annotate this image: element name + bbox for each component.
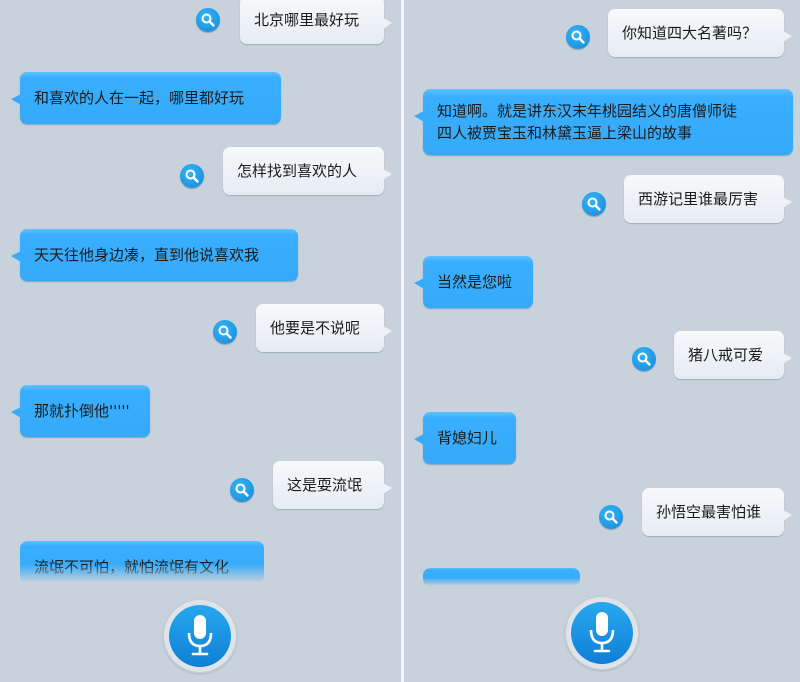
bot-message-partial (423, 568, 580, 586)
message-text: 他要是不说呢 (270, 319, 361, 337)
message-text-line: 四人被贾宝玉和林黛玉逼上梁山的故事 (437, 124, 693, 142)
microphone-button[interactable] (565, 596, 639, 670)
bot-message: 天天往他身边凑，直到他说喜欢我 (11, 229, 298, 281)
search-icon[interactable] (632, 347, 656, 371)
microphone-icon (187, 615, 213, 656)
bot-message: 当然是您啦 (414, 256, 533, 308)
microphone-button[interactable] (163, 599, 237, 673)
message-text: 那就扑倒他''''' (34, 402, 130, 420)
microphone-button-face (169, 605, 231, 667)
search-icon[interactable] (196, 8, 220, 32)
message-text: 和喜欢的人在一起，哪里都好玩 (34, 89, 245, 107)
message-text-line: 知道啊。就是讲东汉末年桃园结义的唐僧师徒 (437, 102, 738, 120)
bot-message: 知道啊。就是讲东汉末年桃园结义的唐僧师徒 四人被贾宝玉和林黛玉逼上梁山的故事 (414, 89, 793, 155)
bot-message: 背媳妇儿 (414, 412, 516, 464)
message-text: 背媳妇儿 (437, 429, 498, 447)
user-message: 孙悟空最害怕谁 (642, 488, 792, 536)
user-message: 他要是不说呢 (256, 304, 392, 352)
search-icon[interactable] (582, 192, 606, 216)
search-icon[interactable] (566, 25, 590, 49)
left-chat-panel: 北京哪里最好玩 和喜欢的人在一起，哪里都好玩 怎样找到喜欢的人 天天往他身边凑，… (0, 0, 401, 682)
right-chat-panel: 你知道四大名著吗？ 知道啊。就是讲东汉末年桃园结义的唐僧师徒 四人被贾宝玉和林黛… (404, 0, 800, 682)
panel-divider (401, 0, 404, 682)
user-message: 这是耍流氓 (273, 461, 392, 509)
message-text: 孙悟空最害怕谁 (656, 503, 762, 521)
bot-message: 流氓不可怕，就怕流氓有文化 (11, 541, 264, 583)
search-icon[interactable] (599, 505, 623, 529)
message-text: 天天往他身边凑，直到他说喜欢我 (34, 246, 260, 264)
message-text: 怎样找到喜欢的人 (237, 162, 358, 180)
microphone-icon (589, 612, 615, 653)
user-message: 猪八戒可爱 (674, 331, 792, 379)
search-icon[interactable] (230, 478, 254, 502)
microphone-button-face (571, 602, 633, 664)
message-text: 你知道四大名著吗？ (622, 24, 758, 42)
bot-message: 那就扑倒他''''' (11, 385, 150, 437)
message-text: 北京哪里最好玩 (254, 11, 360, 29)
search-icon[interactable] (180, 164, 204, 188)
bot-message: 和喜欢的人在一起，哪里都好玩 (11, 72, 281, 124)
user-message: 西游记里谁最厉害 (624, 175, 792, 223)
message-text: 猪八戒可爱 (688, 346, 764, 364)
message-text: 当然是您啦 (437, 273, 513, 291)
message-text: 流氓不可怕，就怕流氓有文化 (34, 558, 230, 576)
user-message: 你知道四大名著吗？ (608, 9, 792, 57)
message-text: 西游记里谁最厉害 (638, 190, 759, 208)
search-icon[interactable] (213, 320, 237, 344)
message-text: 这是耍流氓 (287, 476, 363, 494)
user-message: 怎样找到喜欢的人 (223, 147, 392, 195)
user-message: 北京哪里最好玩 (240, 0, 392, 44)
